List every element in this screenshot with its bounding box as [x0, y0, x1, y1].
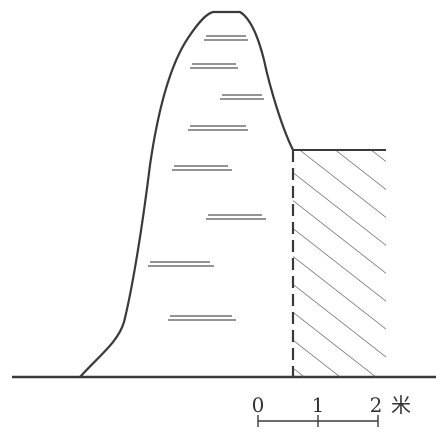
mound-outline [78, 10, 295, 379]
hatched-section [293, 150, 386, 377]
scale-unit-label: 米 [391, 393, 411, 417]
scale-label-1: 1 [312, 393, 325, 417]
scale-bar: 0 1 2 米 [252, 393, 411, 427]
strata-lines [148, 35, 266, 321]
scale-label-2: 2 [370, 393, 383, 417]
scale-label-0: 0 [252, 393, 265, 417]
